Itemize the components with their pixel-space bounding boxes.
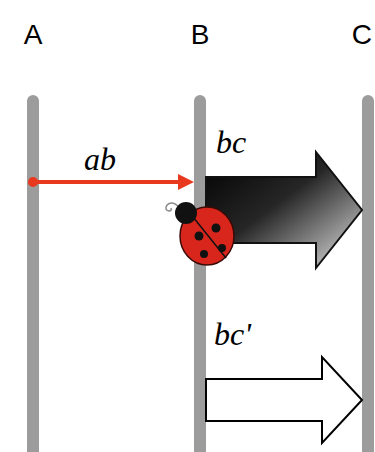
ladybug-spot: [195, 232, 204, 241]
axis-bar-shape: [194, 95, 206, 452]
axis-bar-shape: [27, 95, 39, 452]
ladybug-spot: [212, 224, 221, 233]
axis-bar: A: [27, 95, 39, 452]
ladybug-spot: [200, 250, 208, 258]
arrow-shaft: [33, 180, 178, 184]
axis-bar: B: [194, 95, 206, 452]
bar-heading: B: [191, 20, 210, 51]
axis-bar-shape: [362, 95, 374, 452]
ladybug-wing-line: [193, 217, 226, 258]
vector-label: bc: [216, 126, 246, 160]
vector-arrow: [206, 357, 362, 443]
vector-label: ab: [84, 143, 116, 177]
bar-heading: A: [24, 20, 43, 51]
block-arrow: [206, 357, 362, 443]
bar-heading: C: [352, 20, 372, 51]
ladybug-head: [175, 202, 197, 224]
vector-label: bc': [214, 318, 251, 352]
arrow-head: [178, 174, 194, 190]
ladybug-spot: [218, 244, 226, 252]
axis-bar: C: [362, 95, 374, 452]
